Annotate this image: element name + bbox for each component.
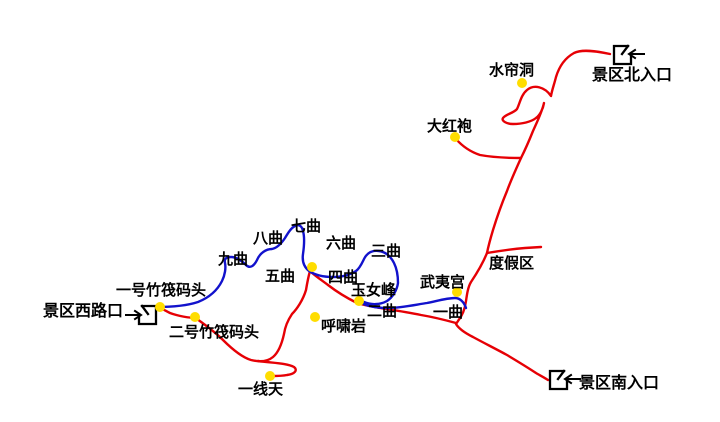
marker-wharf1 — [155, 302, 165, 312]
site-label-dujiaqu: 度假区 — [489, 255, 535, 272]
marker-bend5 — [307, 262, 317, 272]
south-entrance-label: 景区南入口 — [579, 375, 660, 392]
west-entrance-icon — [125, 304, 158, 326]
site-label-yixiantian: 一线天 — [238, 381, 284, 398]
marker-wharf2 — [190, 312, 200, 322]
site-label-wharf2: 二号竹筏码头 — [169, 324, 260, 341]
marker-huxiaoyan — [310, 312, 320, 322]
marker-yunvfeng — [354, 296, 364, 306]
marker-yixiantian — [265, 371, 275, 381]
bend-label-9: 九曲 — [218, 251, 249, 268]
north-entrance-label: 景区北入口 — [592, 67, 673, 84]
site-label-huxiaoyan: 呼啸岩 — [321, 318, 367, 335]
north-entrance-icon — [612, 44, 645, 66]
bend-label-3: 三曲 — [371, 243, 402, 260]
yixiantian-road-path — [256, 359, 297, 378]
southwest-road-path — [195, 269, 312, 363]
resort-road-path — [485, 245, 543, 255]
bend-label-2: 二曲 — [367, 303, 398, 320]
site-label-yunvfeng: 玉女峰 — [351, 282, 397, 299]
bend-label-4: 四曲 — [328, 269, 359, 286]
marker-shuiliandong — [517, 78, 527, 88]
bend-label-1: 一曲 — [433, 304, 464, 321]
site-label-wharf1: 一号竹筏码头 — [116, 282, 207, 299]
site-label-dahongpao: 大红袍 — [427, 118, 473, 135]
site-label-wuyigong: 武夷宫 — [420, 274, 466, 291]
bend-label-7: 七曲 — [291, 218, 322, 235]
bend-label-5: 五曲 — [265, 268, 296, 285]
marker-dahongpao — [450, 132, 460, 142]
marker-wuyigong — [452, 287, 462, 297]
site-label-shuiliandong: 水帘洞 — [489, 62, 535, 79]
dahongpao-road-path — [454, 137, 523, 160]
bend-label-8: 八曲 — [253, 230, 284, 247]
west-entrance-label: 景区西路口 — [43, 303, 124, 320]
main-road-path — [454, 49, 612, 382]
south-entrance-icon — [548, 369, 581, 391]
bend-label-6: 六曲 — [326, 235, 357, 252]
